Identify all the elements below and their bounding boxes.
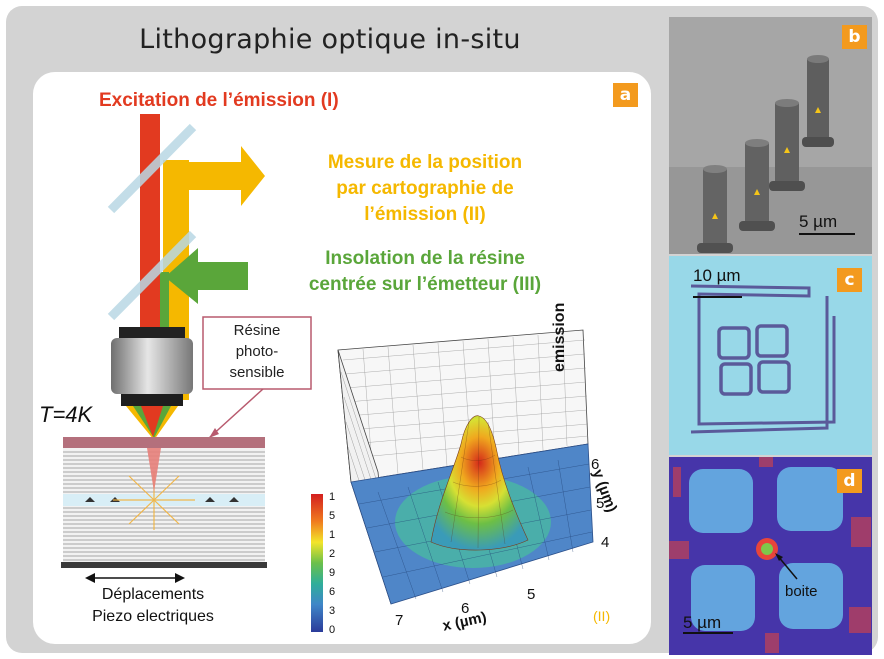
colorbar-tick-1: 5 xyxy=(329,510,336,522)
resine-box xyxy=(202,316,312,390)
panel-d-badge: d xyxy=(837,469,862,493)
colorbar-tick-3: 2 xyxy=(329,548,336,560)
colorbar-tick-0: 1 xyxy=(329,491,336,503)
boite-annotation: boite xyxy=(785,583,818,600)
emission-3d-plot xyxy=(337,329,594,605)
panel-d-scale-label: 5 µm xyxy=(683,613,722,632)
resin-layer xyxy=(63,437,265,448)
insolation-arrow xyxy=(165,248,248,304)
panel-a: a Excitation de l’émission (I) Mesure de… xyxy=(33,72,651,644)
z-axis-label: emission xyxy=(551,302,568,372)
micropillar xyxy=(739,139,775,231)
resine-label-2: photo- xyxy=(235,343,279,360)
insolation-label-1: Insolation de la résine xyxy=(325,248,525,269)
excitation-label: Excitation de l’émission (I) xyxy=(99,90,339,111)
x-tick-1: 6 xyxy=(461,600,470,617)
beam-splitter-2 xyxy=(107,230,197,321)
objective-lens xyxy=(111,338,193,394)
micropillar xyxy=(697,165,733,253)
panel-c: c 10 µm xyxy=(669,256,872,455)
panel-b-badge: b xyxy=(842,25,867,49)
mesure-label-1: Mesure de la position xyxy=(327,152,523,173)
x-tick-0: 7 xyxy=(395,612,404,629)
resine-label-1: Résine xyxy=(233,322,281,339)
panel-b-scale-label: 5 µm xyxy=(799,212,838,231)
sample-base xyxy=(61,562,267,568)
colorbar xyxy=(311,494,323,632)
micropillar xyxy=(769,99,805,191)
deplacements-label-1: Déplacements xyxy=(101,586,205,603)
plot-tag: (II) xyxy=(593,608,611,624)
insolation-label-2: centrée sur l’émetteur (III) xyxy=(308,274,542,295)
panel-a-badge: a xyxy=(613,83,638,107)
micropillar xyxy=(802,55,834,147)
emission-peak xyxy=(430,415,529,551)
y-tick-0: 6 xyxy=(591,456,600,473)
x-tick-2: 5 xyxy=(527,586,536,603)
figure-title: Lithographie optique in-situ xyxy=(139,24,521,55)
temperature-label: T=4K xyxy=(39,402,93,427)
resine-label-3: sensible xyxy=(229,364,285,381)
colorbar-tick-6: 3 xyxy=(329,605,336,617)
colorbar-tick-2: 1 xyxy=(329,529,336,541)
deplacements-label-2: Piezo electriques xyxy=(92,608,214,625)
panel-c-badge: c xyxy=(837,268,862,292)
panel-d-emission-map xyxy=(669,457,872,655)
y-tick-2: 4 xyxy=(601,534,610,551)
mesure-label-3: l’émission (II) xyxy=(364,204,486,225)
colorbar-tick-7: 0 xyxy=(329,624,336,636)
colorbar-tick-4: 9 xyxy=(329,567,336,579)
colorbar-tick-5: 6 xyxy=(329,586,336,598)
sample-stack xyxy=(63,448,265,564)
panel-b: b 5 µm xyxy=(669,17,872,254)
panel-c-scale-label: 10 µm xyxy=(693,266,741,285)
panel-b-sem-image xyxy=(669,17,872,254)
y-tick-1: 5 xyxy=(596,495,605,512)
panel-a-drawing xyxy=(61,114,594,632)
mesure-arrow xyxy=(165,146,265,206)
beam-splitter-1 xyxy=(107,123,197,214)
mesure-label-2: par cartographie de xyxy=(336,178,514,199)
panel-d: d boite 5 µm xyxy=(669,457,872,655)
